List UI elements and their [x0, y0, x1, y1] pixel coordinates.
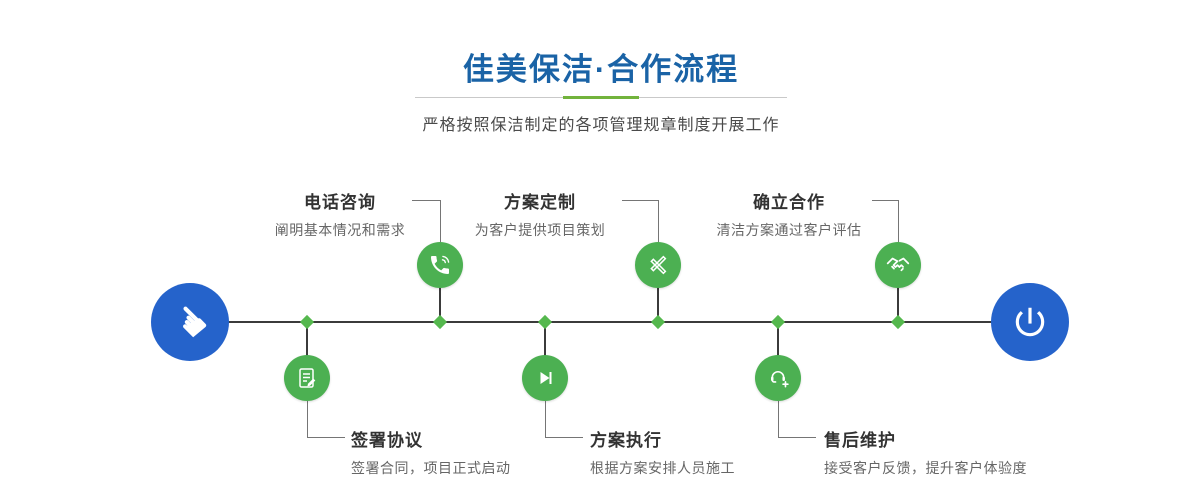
pointing-hand-icon: ☚ — [161, 293, 219, 351]
step-label-aftersales: 售后维护 接受客户反馈，提升客户体验度 — [824, 426, 1104, 478]
stem-line — [306, 322, 308, 356]
stem-line — [544, 322, 546, 356]
step-node-execution — [522, 355, 568, 401]
step-desc: 根据方案安排人员施工 — [590, 460, 735, 476]
power-icon — [1015, 307, 1045, 337]
timeline-line — [190, 321, 1030, 323]
page-subtitle: 严格按照保洁制定的各项管理规章制度开展工作 — [422, 117, 780, 134]
title-divider — [415, 96, 787, 99]
step-desc: 签署合同，项目正式启动 — [351, 460, 511, 476]
step-label-cooperation: 确立合作 清洁方案通过客户评估 — [706, 188, 872, 240]
connector-line — [307, 401, 308, 437]
step-label-contract: 签署协议 签署合同，项目正式启动 — [351, 426, 591, 478]
start-terminal: ☚ — [151, 283, 229, 361]
connector-line — [658, 200, 659, 242]
step-title: 方案定制 — [504, 193, 576, 212]
step-title: 确立合作 — [753, 193, 825, 212]
connector-line — [545, 401, 546, 437]
step-desc: 阐明基本情况和需求 — [274, 222, 406, 238]
page-title: 佳美保洁·合作流程 — [462, 52, 740, 87]
headset-icon — [770, 370, 789, 387]
contract-icon — [299, 368, 316, 388]
connector-line — [412, 200, 441, 201]
pencil-ruler-icon — [650, 255, 667, 275]
step-title: 方案执行 — [590, 431, 662, 450]
connector-line — [778, 401, 779, 437]
timeline-diamond — [432, 314, 448, 330]
step-node-aftersales — [755, 355, 801, 401]
connector-line — [307, 437, 345, 438]
step-title: 售后维护 — [824, 431, 896, 450]
step-label-plan: 方案定制 为客户提供项目策划 — [460, 188, 620, 240]
step-label-execution: 方案执行 根据方案安排人员施工 — [590, 426, 830, 478]
timeline-diamond — [650, 314, 666, 330]
timeline-diamond — [890, 314, 906, 330]
step-desc: 接受客户反馈，提升客户体验度 — [824, 460, 1027, 476]
step-desc: 为客户提供项目策划 — [474, 222, 606, 238]
step-label-phone: 电话咨询 阐明基本情况和需求 — [260, 188, 420, 240]
divider-accent — [563, 96, 639, 99]
play-icon — [540, 372, 552, 384]
step-node-phone — [417, 242, 463, 288]
stem-line — [657, 287, 659, 322]
phone-icon — [431, 255, 450, 274]
step-desc: 清洁方案通过客户评估 — [716, 222, 862, 238]
step-node-plan — [635, 242, 681, 288]
connector-line — [898, 200, 899, 242]
step-node-cooperation — [875, 242, 921, 288]
connector-line — [778, 437, 816, 438]
connector-line — [872, 200, 899, 201]
timeline-diamond — [770, 314, 786, 330]
timeline-diamond — [299, 314, 315, 330]
step-node-contract — [284, 355, 330, 401]
step-title: 签署协议 — [351, 431, 423, 450]
timeline-diamond — [537, 314, 553, 330]
step-title: 电话咨询 — [304, 193, 376, 212]
stem-line — [897, 287, 899, 322]
handshake-icon — [886, 257, 910, 272]
connector-line — [545, 437, 583, 438]
end-terminal — [991, 283, 1069, 361]
connector-line — [622, 200, 659, 201]
connector-line — [440, 200, 441, 242]
stem-line — [777, 322, 779, 356]
stem-line — [439, 287, 441, 322]
